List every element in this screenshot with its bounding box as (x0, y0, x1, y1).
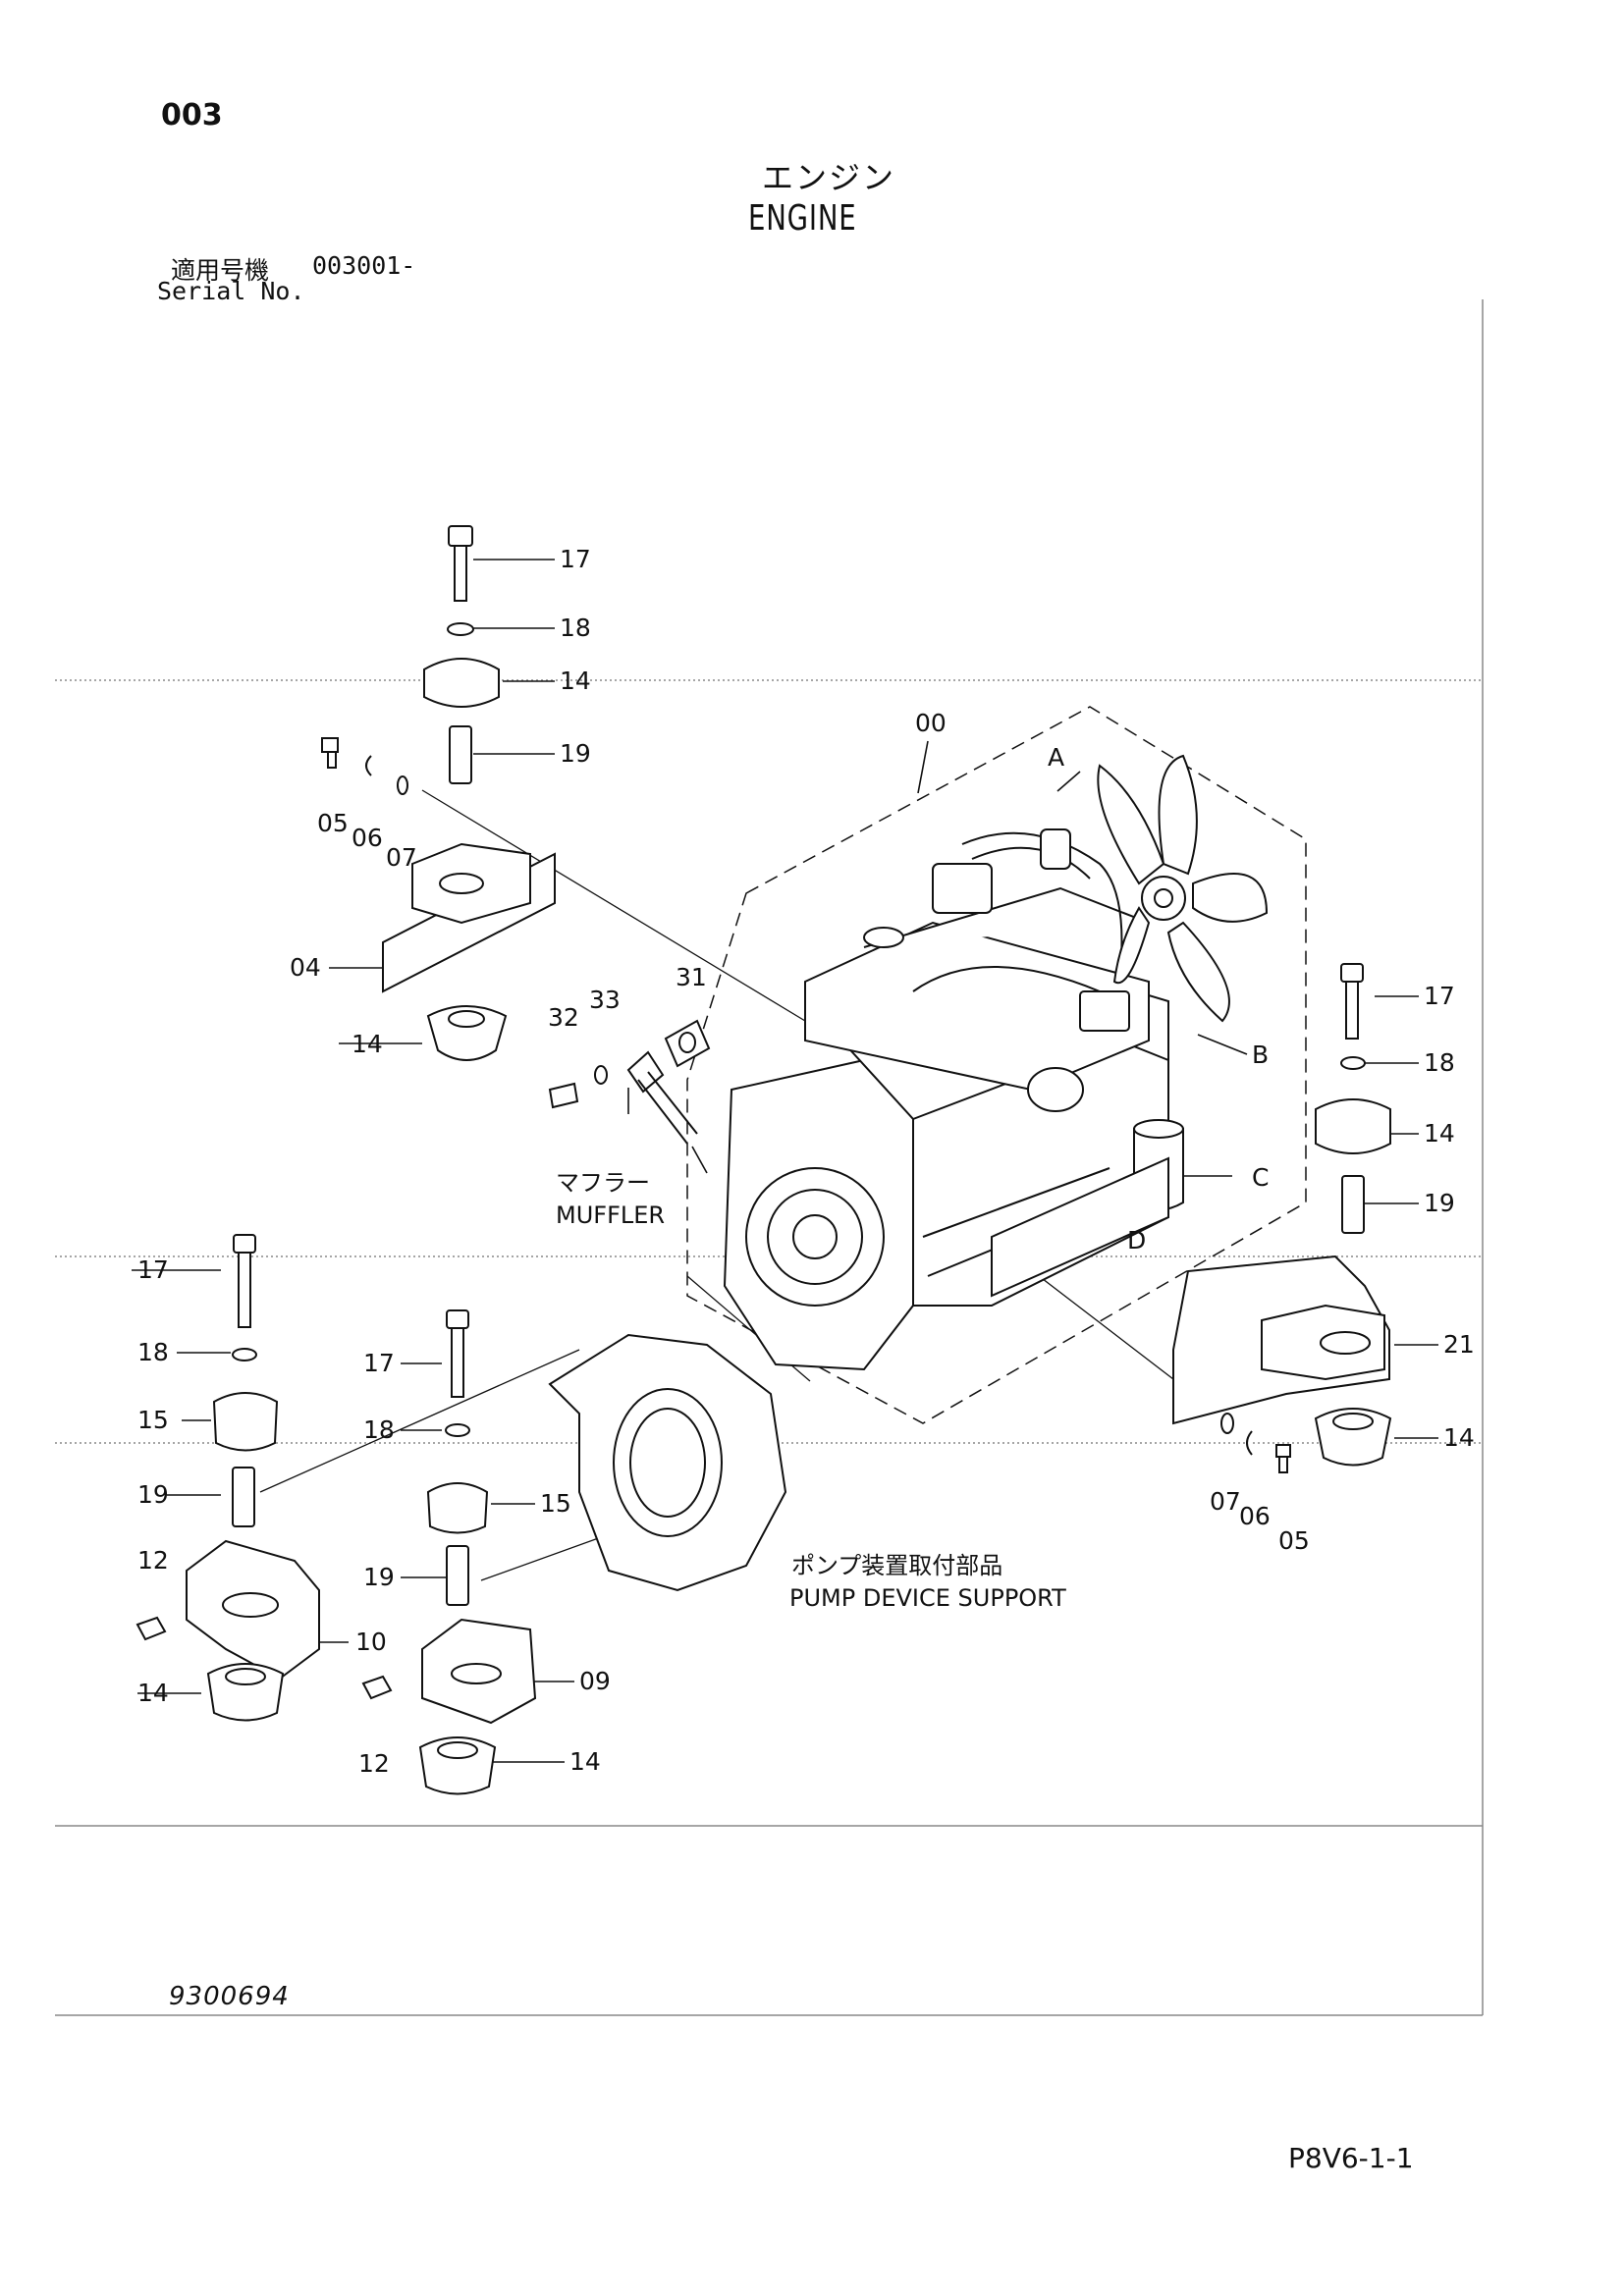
callout-05-upper-left: 05 (317, 809, 349, 837)
callout-19-lower-left: 19 (137, 1480, 169, 1509)
callout-15-lower-middle: 15 (540, 1489, 571, 1518)
serial-label-japanese: 適用号機 (171, 256, 270, 285)
callout-17-lower-left: 17 (137, 1255, 169, 1284)
callout-17-upper-left: 17 (560, 545, 591, 573)
callout-14-right-lower: 14 (1443, 1423, 1475, 1452)
callout-12-lower-left: 12 (137, 1546, 169, 1575)
callout-19-right: 19 (1424, 1189, 1455, 1217)
callout-07-right: 07 (1210, 1487, 1241, 1516)
callout-00: 00 (915, 709, 947, 737)
engine-block (723, 828, 1184, 1371)
callout-14-lower-middle: 14 (569, 1747, 601, 1776)
pump-support-label-english: PUMP DEVICE SUPPORT (789, 1584, 1066, 1612)
callout-10: 10 (355, 1628, 387, 1656)
text-annotations: マフラー MUFFLER ポンプ装置取付部品 PUMP DEVICE SUPPO… (556, 1169, 1066, 1612)
callout-04: 04 (290, 953, 321, 982)
lower-left-mount (135, 1234, 320, 1722)
callout-06-upper-left: 06 (352, 824, 383, 852)
callout-17-lower-middle: 17 (363, 1349, 395, 1377)
callout-A: A (1048, 743, 1064, 772)
upper-left-mount (321, 525, 556, 1061)
callout-33: 33 (589, 986, 621, 1014)
callout-B: B (1252, 1041, 1269, 1069)
callout-17-right: 17 (1424, 982, 1455, 1010)
callout-19-lower-middle: 19 (363, 1563, 395, 1591)
callout-18-right: 18 (1424, 1048, 1455, 1077)
callout-18-lower-left: 18 (137, 1338, 169, 1366)
lower-middle-mount (361, 1309, 537, 1795)
callout-09: 09 (579, 1667, 611, 1695)
drawing-number: 9300694 (169, 1982, 290, 2011)
right-mount (1172, 963, 1392, 1473)
callout-15-lower-left: 15 (137, 1406, 169, 1434)
callout-14-lower-left-bottom: 14 (137, 1679, 169, 1707)
callout-31: 31 (676, 963, 707, 991)
muffler-parts (548, 1019, 711, 1145)
serial-label-english: Serial No. (157, 277, 305, 305)
callout-07-upper-left: 07 (386, 843, 417, 872)
callout-05-right: 05 (1278, 1526, 1310, 1555)
pump-device-support (548, 1333, 787, 1592)
callout-14-upper-left-lower: 14 (352, 1030, 383, 1058)
callout-19-upper-left: 19 (560, 739, 591, 768)
callout-32: 32 (548, 1003, 579, 1032)
title-english: ENGINE (748, 198, 857, 239)
cooling-fan (1097, 754, 1269, 1023)
callout-14-upper-left: 14 (560, 667, 591, 695)
callout-labels: 17 18 14 19 05 06 07 04 14 32 33 31 00 A… (137, 545, 1475, 1778)
engine-assembly-outline (686, 706, 1307, 1424)
callout-06-right: 06 (1239, 1502, 1271, 1530)
callout-C: C (1252, 1163, 1269, 1192)
serial-value: 003001- (312, 251, 416, 280)
callout-18-upper-left: 18 (560, 614, 591, 642)
pump-support-label-japanese: ポンプ装置取付部品 (791, 1552, 1002, 1579)
callout-D: D (1127, 1226, 1146, 1255)
callout-18-lower-middle: 18 (363, 1415, 395, 1444)
muffler-label-english: MUFFLER (556, 1201, 665, 1229)
muffler-label-japanese: マフラー (556, 1169, 650, 1197)
page-reference: P8V6-1-1 (1288, 2142, 1414, 2174)
callout-21: 21 (1443, 1330, 1475, 1359)
callout-14-right: 14 (1424, 1119, 1455, 1148)
title-japanese: エンジン (762, 159, 896, 196)
page-code: 003 (161, 98, 223, 133)
leader-lines (132, 559, 1438, 1763)
callout-12-lower-middle: 12 (358, 1749, 390, 1778)
